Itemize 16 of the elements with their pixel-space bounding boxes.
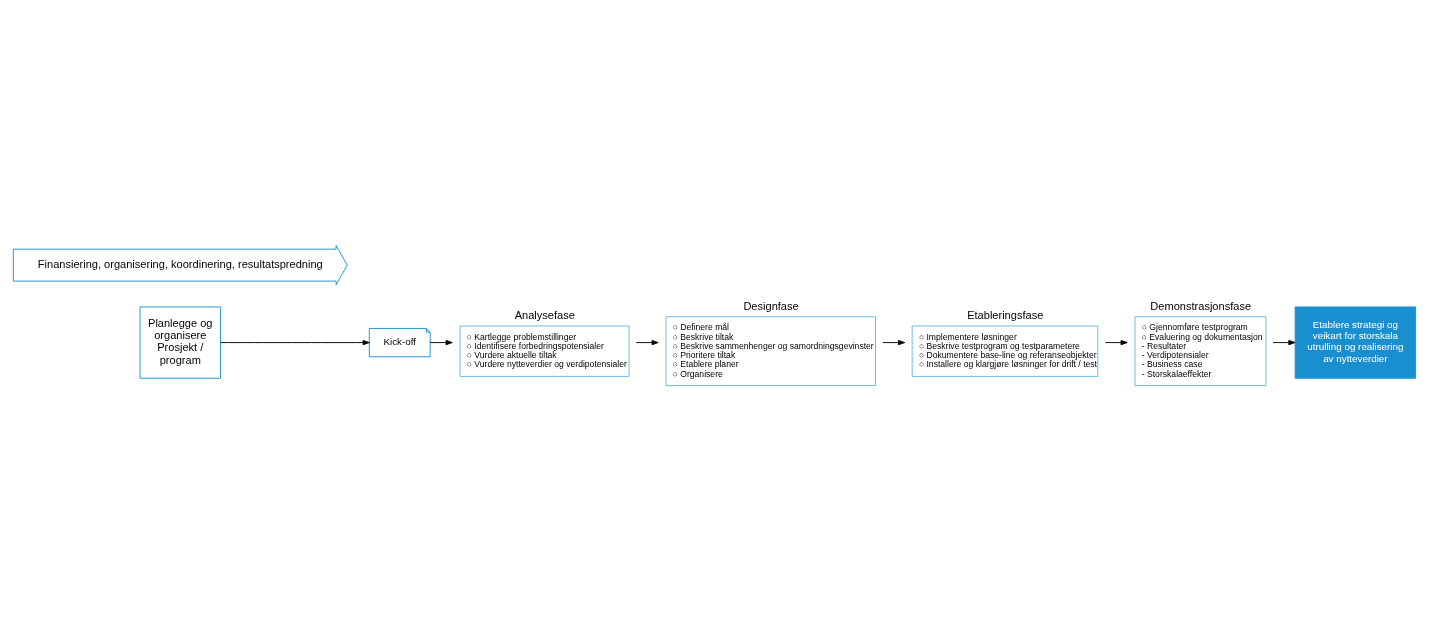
arrow — [882, 339, 906, 345]
arrow — [429, 339, 453, 345]
node-label: Analysefase — [514, 308, 575, 321]
node-box: ○ Gjennomføre testprogram ○ Evaluering og dokumentasjon - Resultater - Verdipotensialer - Business case - Storskalaeffekter — [1134, 315, 1267, 386]
node-box: ○ Definere mål ○ Beskrive tiltak ○ Beskrive sammenhenger og samordningsgevinster ○ Prioritere tiltak ○ Etablere planer ○ Organisere — [665, 315, 876, 386]
arrow — [1104, 339, 1128, 345]
arrow — [635, 339, 659, 345]
node-box: Planlegge og organisere Prosjekt / program — [139, 305, 221, 379]
node-box: ○ Implementere løsninger ○ Beskrive testprogram og testparametere ○ Dokumentere base-line og referanseobjekter ○ Installere og klargjøre løsninger for drift / test — [911, 325, 1099, 377]
node-label: Etableringsfase — [967, 308, 1044, 321]
node-label: Demonstrasjonsfase — [1150, 299, 1252, 312]
arrow — [220, 339, 370, 345]
node-box: Etablere strategi og veikart for storskala utrulling og realisering av nytteverdier — [1294, 305, 1417, 379]
node-label: Designfase — [743, 299, 799, 312]
arrow — [1272, 339, 1296, 345]
node-box: ○ Kartlegge problemstillinger ○ Identifisere forbedringspotensialer ○ Vurdere aktuelle tiltak ○ Vurdere nytteverdier og verdipotensialer — [459, 325, 630, 377]
